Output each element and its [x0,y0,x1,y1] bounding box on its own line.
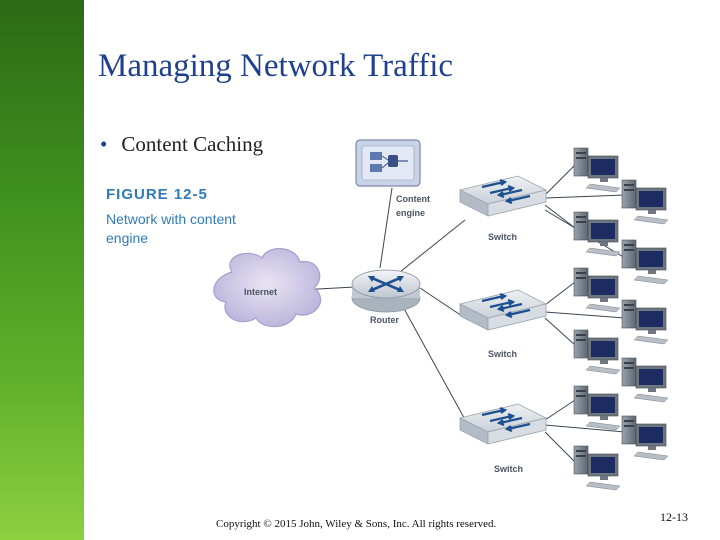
switch-middle-label: Switch [488,349,517,359]
workstation-4 [621,239,669,285]
workstation-2 [621,179,669,225]
switch-bottom: Switch [458,402,548,474]
page-number: 12-13 [660,510,688,524]
workstations [573,147,669,491]
bullet-text: Content Caching [121,132,264,156]
copyright-footer: Copyright © 2015 John, Wiley & Sons, Inc… [216,518,497,530]
connection-lines [261,164,626,463]
workstation-11 [573,445,621,491]
workstation-1 [573,147,621,193]
bullet-content-caching: • Content Caching [100,132,263,157]
internet-label: Internet [244,287,277,297]
figure-caption: Network with content engine [106,211,236,246]
workstation-3 [573,211,621,257]
switch-middle: Switch [458,288,548,359]
router-label: Router [370,315,399,325]
internet-cloud: Internet [213,248,322,328]
content-engine-label-line2: engine [396,208,425,218]
switch-top: Switch [458,174,548,242]
router: Router [351,269,421,325]
workstation-7 [573,329,621,375]
green-sidebar [0,0,84,540]
workstation-9 [573,385,621,431]
switch-bottom-label: Switch [494,464,523,474]
bullet-dot-icon: • [100,132,108,156]
workstation-10 [621,415,669,461]
content-engine-label-line1: Content [396,194,430,204]
workstation-5 [573,267,621,313]
workstation-8 [621,357,669,403]
slide-title: Managing Network Traffic [98,48,454,84]
switch-top-label: Switch [488,232,517,242]
content-engine: Content engine [355,139,430,218]
figure-label: FIGURE 12-5 [106,186,208,203]
workstation-6 [621,299,669,345]
